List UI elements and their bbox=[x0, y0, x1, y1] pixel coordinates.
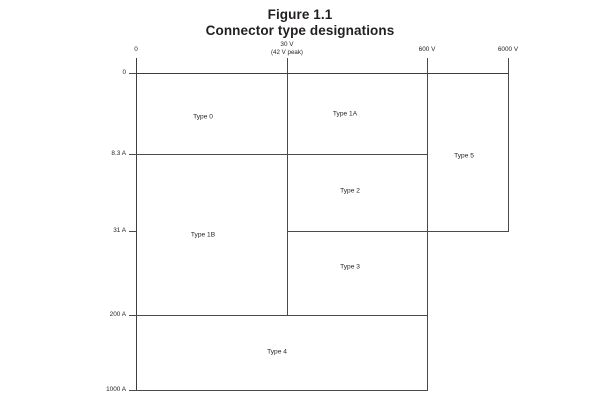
y-tick-label-8-3a: 8.3 A bbox=[111, 150, 126, 157]
divider-line-1000a bbox=[136, 390, 428, 391]
y-tick-label-200a: 200 A bbox=[109, 311, 126, 318]
axis-line-horizontal-0a bbox=[136, 73, 509, 74]
region-label-type-0: Type 0 bbox=[193, 113, 213, 121]
x-tick-label-30v: 30 V (42 V peak) bbox=[271, 41, 303, 56]
x-tick-label-600v: 600 V bbox=[418, 46, 436, 53]
y-tick-mark-0 bbox=[129, 73, 137, 74]
divider-line-600v bbox=[427, 58, 428, 391]
y-tick-label-1000a: 1000 A bbox=[106, 386, 126, 393]
region-label-type-2: Type 2 bbox=[340, 187, 360, 195]
region-label-type-3: Type 3 bbox=[340, 263, 360, 271]
region-label-type-1a: Type 1A bbox=[332, 110, 358, 118]
divider-line-200a bbox=[136, 315, 428, 316]
y-tick-mark-1000a bbox=[129, 390, 137, 391]
divider-line-31a bbox=[287, 231, 509, 232]
figure-number: Figure 1.1 bbox=[267, 7, 333, 22]
figure-title: Figure 1.1 Connector type designations bbox=[0, 7, 600, 39]
divider-line-8-3a bbox=[136, 154, 428, 155]
y-tick-mark-8-3a bbox=[129, 154, 137, 155]
x-tick-label-0: 0 bbox=[134, 46, 138, 53]
divider-line-30v bbox=[287, 58, 288, 316]
region-label-type-5: Type 5 bbox=[454, 152, 474, 160]
y-tick-label-0: 0 bbox=[122, 69, 126, 76]
region-label-type-1b: Type 1B bbox=[190, 231, 216, 239]
y-tick-mark-200a bbox=[129, 315, 137, 316]
x-tick-label-6000v: 6000 V bbox=[497, 46, 519, 53]
divider-line-6000v bbox=[508, 58, 509, 232]
y-tick-mark-31a bbox=[129, 231, 137, 232]
y-tick-label-31a: 31 A bbox=[113, 227, 126, 234]
axis-line-vertical-0v bbox=[136, 58, 137, 391]
region-label-type-4: Type 4 bbox=[267, 348, 287, 356]
figure-caption: Connector type designations bbox=[205, 23, 395, 38]
